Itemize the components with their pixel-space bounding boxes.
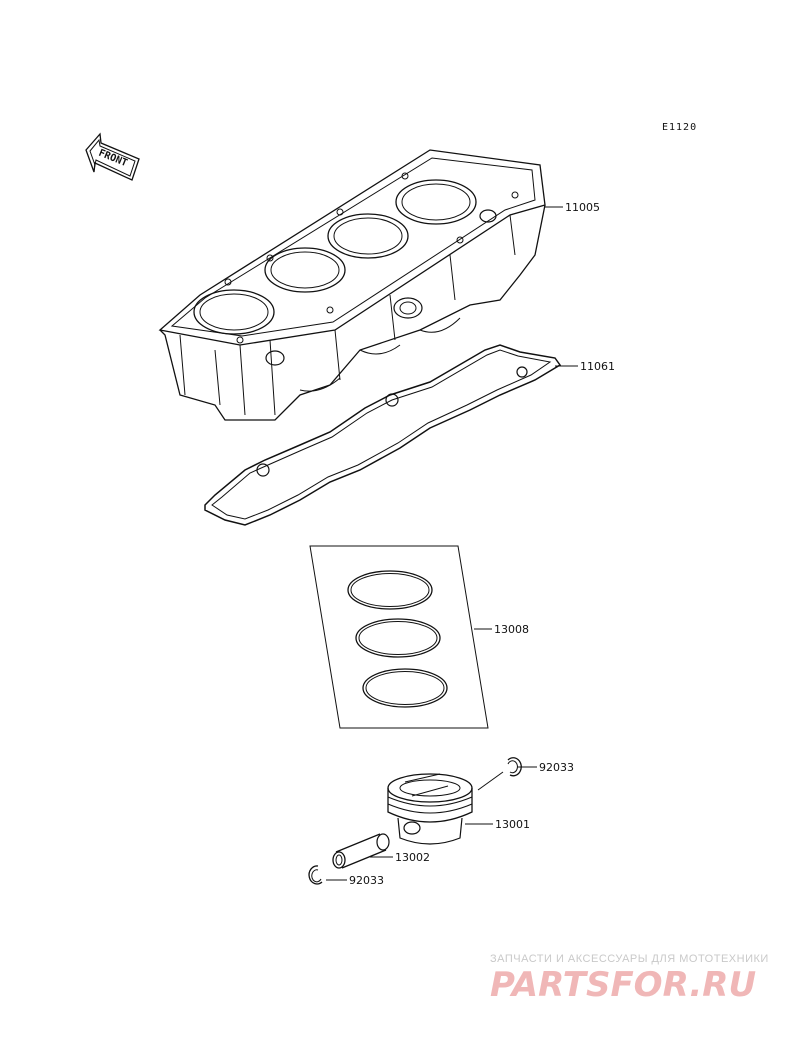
watermark-brand: PARTSFOR.RU	[490, 965, 756, 1005]
piston-pin-drawing	[332, 833, 390, 869]
front-arrow-icon: FRONT	[85, 132, 140, 181]
part-number-13001: 13001	[495, 818, 530, 831]
watermark-logo: ЗАПЧАСТИ И АКСЕССУАРЫ ДЛЯ МОТОТЕХНИКИ PA…	[490, 953, 769, 1005]
part-number-13008: 13008	[494, 623, 529, 636]
part-number-92033-upper: 92033	[539, 761, 574, 774]
piston-drawing	[387, 773, 473, 845]
piston-ring-set-drawing	[309, 545, 489, 729]
part-number-11005: 11005	[565, 201, 600, 214]
base-gasket-drawing	[204, 344, 562, 526]
diagram-code: E1120	[662, 122, 697, 133]
watermark-subtitle: ЗАПЧАСТИ И АКСЕССУАРЫ ДЛЯ МОТОТЕХНИКИ	[490, 953, 769, 965]
cylinder-block-drawing	[158, 149, 546, 421]
circlip-lower-drawing	[308, 865, 323, 885]
part-number-92033-lower: 92033	[349, 874, 384, 887]
part-number-13002: 13002	[395, 851, 430, 864]
part-number-11061: 11061	[580, 360, 615, 373]
leader-92033-upper-pin	[477, 771, 504, 791]
circlip-upper-drawing	[507, 757, 522, 777]
